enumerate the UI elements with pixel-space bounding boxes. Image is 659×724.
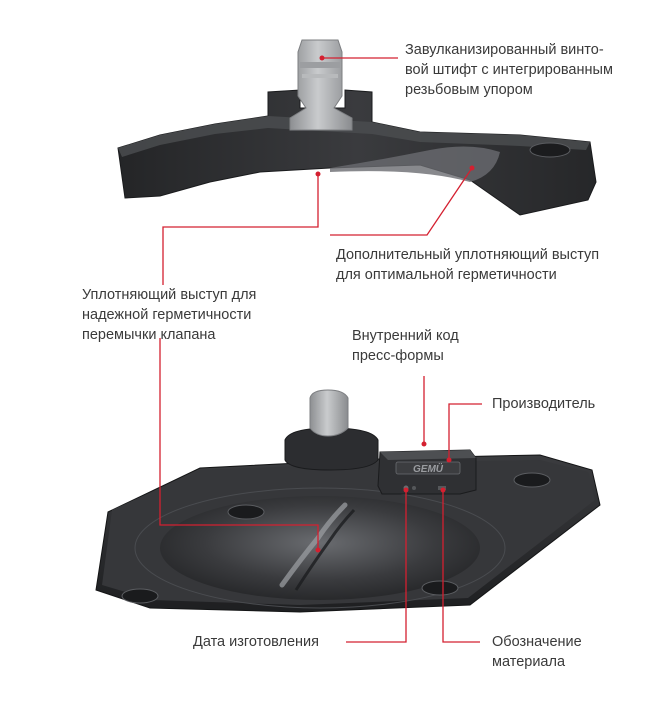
stud-thread-stop <box>300 62 340 68</box>
leader-material <box>442 490 480 643</box>
threaded-stud <box>289 39 353 131</box>
cross-section-dome-cavity <box>330 146 500 182</box>
leader-date <box>346 490 407 643</box>
dot-sealing-lip-bottom <box>315 547 321 553</box>
dot-date <box>403 487 409 493</box>
perspective-view: GEMÜ <box>95 389 601 613</box>
label-sealing-lip-line-2: надежной герметичности <box>82 307 252 323</box>
sealing-lip-shadow <box>294 508 356 591</box>
marking-block-top <box>380 450 476 460</box>
label-stud-line-1: Завулканизированный винто- <box>405 42 604 58</box>
flange-hole-top <box>529 142 571 158</box>
label-material-line-1: Обозначение <box>492 634 582 650</box>
label-mold-code: Внутренний код пресс-формы <box>352 326 459 366</box>
label-mold-code-line-2: пресс-формы <box>352 348 444 364</box>
dot-manufacturer <box>446 457 452 463</box>
dot-sealing-lip-top <box>315 171 321 177</box>
leader-dots <box>315 55 475 553</box>
leader-sealing-lip-bottom <box>159 338 319 550</box>
leader-lines <box>159 57 482 643</box>
logo-plate <box>395 461 461 475</box>
label-sealing-lip-line-1: Уплотняющий выступ для <box>82 287 257 303</box>
label-stud-line-3: резьбовым упором <box>405 82 533 98</box>
cross-section-body <box>117 89 597 216</box>
dot-mold-code <box>421 441 427 447</box>
stud-bottom-view <box>309 389 349 437</box>
stud-thread-stop-2 <box>302 74 338 78</box>
label-mold-code-line-1: Внутренний код <box>352 328 459 344</box>
label-stud: Завулканизированный винто- вой штифт с и… <box>405 40 613 100</box>
label-extra-lip-line-1: Дополнительный уплотняющий выступ <box>336 247 600 263</box>
label-extra-lip: Дополнительный уплотняющий выступ для оп… <box>336 245 599 285</box>
leader-sealing-lip-top <box>162 174 319 285</box>
leader-manufacturer <box>448 403 482 460</box>
label-manufacturer: Производитель <box>492 394 595 414</box>
flange-hole-1 <box>227 504 265 520</box>
logo-text: GEMÜ <box>413 462 444 475</box>
cross-section-top-surface <box>118 116 590 157</box>
flange-hole-2 <box>513 472 551 488</box>
diaphragm-dome <box>160 496 480 600</box>
flange-hole-3 <box>121 588 159 604</box>
label-extra-lip-line-2: для оптимальной герметичности <box>336 267 557 283</box>
dot-extra-lip <box>469 165 475 171</box>
label-date: Дата изготовления <box>193 632 319 652</box>
dot-material <box>440 487 446 493</box>
label-date-line-1: Дата изготовления <box>193 634 319 650</box>
label-sealing-lip: Уплотняющий выступ для надежной герметич… <box>82 285 256 345</box>
diaphragm-ring <box>134 487 506 609</box>
label-material: Обозначение материала <box>492 632 582 672</box>
label-stud-line-2: вой штифт с интегрированным <box>405 62 613 78</box>
leader-extra-lip <box>330 167 473 236</box>
label-material-line-2: материала <box>492 654 566 670</box>
cross-section-view <box>117 39 597 216</box>
flange-hole-4 <box>421 580 459 596</box>
label-manufacturer-line-1: Производитель <box>492 396 596 412</box>
date-mark-2 <box>412 486 416 490</box>
label-sealing-lip-line-3: перемычки клапана <box>82 327 216 343</box>
dot-stud <box>319 55 325 61</box>
